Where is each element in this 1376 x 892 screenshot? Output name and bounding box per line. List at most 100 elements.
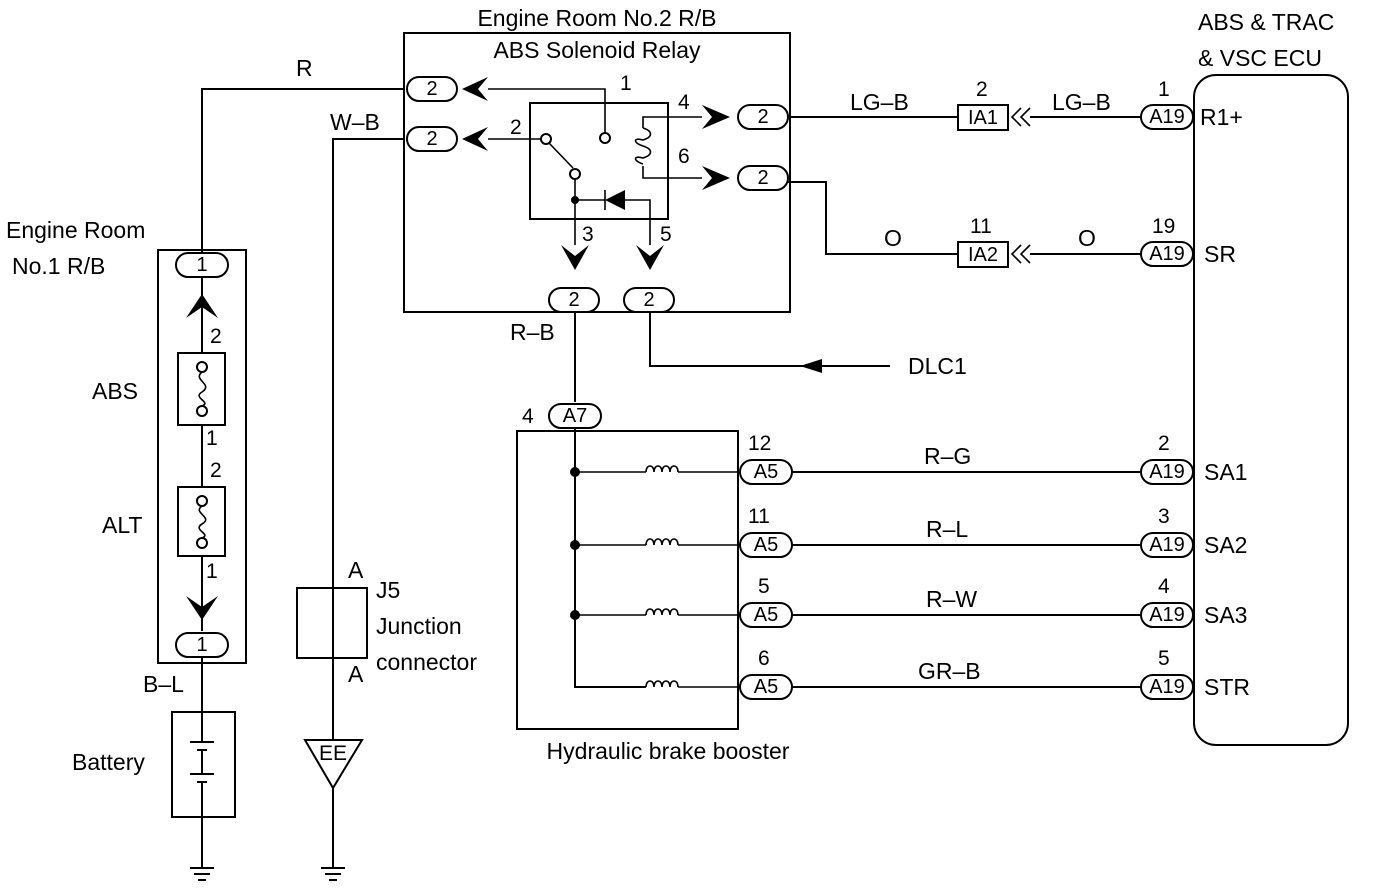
wire-r-label: R <box>296 55 313 81</box>
wire-grb-label: GR–B <box>918 658 981 684</box>
relay-pin-6: 6 <box>678 145 690 168</box>
fuse-alt-pin-bottom: 1 <box>206 560 218 583</box>
wire-rl-label: R–L <box>926 516 968 542</box>
ground-ee-label: EE <box>319 742 347 765</box>
ecu-connector-sa1 <box>1140 459 1194 485</box>
relay-connector-r-label: 2 <box>426 78 437 100</box>
connector-ia2-pin: 11 <box>970 215 992 238</box>
ecu-pin-sa3: 4 <box>1158 575 1170 598</box>
ecu-connector-sa3-label: A19 <box>1149 604 1185 626</box>
relay-switch-contact <box>548 142 574 169</box>
ecu-connector-sa2-label: A19 <box>1149 534 1185 556</box>
relay-coil-wire <box>642 116 702 179</box>
rb1-title-line2: No.1 R/B <box>12 253 105 279</box>
wire-wb <box>332 138 403 588</box>
wire-rg-label: R–G <box>924 443 971 469</box>
relay-box-title: Engine Room No.2 R/B <box>477 5 716 31</box>
dlc1-arrow-icon <box>800 359 822 373</box>
relay-connector-lgb-label: 2 <box>757 106 768 128</box>
ecu-terminal-sr: SR <box>1204 241 1236 267</box>
relay-connector-o <box>737 165 789 191</box>
ecu-connector-r1-label: A19 <box>1149 106 1185 128</box>
booster-pin-sa2: 11 <box>748 505 770 528</box>
ecu-connector-sa1-label: A19 <box>1149 461 1185 483</box>
wire-wb-label: W–B <box>330 109 380 135</box>
fuse-alt-label: ALT <box>102 512 142 538</box>
relay-connector-dlc-label: 2 <box>643 289 654 311</box>
ecu-title-line2: & VSC ECU <box>1198 45 1322 71</box>
hydraulic-brake-booster <box>516 430 739 730</box>
ecu-connector-sr-label: A19 <box>1149 243 1185 265</box>
ecu-connector-sa2 <box>1140 532 1194 558</box>
wire-rb-label: R–B <box>510 319 555 345</box>
junction-id: J5 <box>376 577 400 603</box>
solenoid-sa2 <box>570 538 740 550</box>
rb1-title-line1: Engine Room <box>6 217 145 243</box>
booster-pin-sa1: 12 <box>748 432 771 455</box>
fuse-abs-label: ABS <box>92 378 138 404</box>
fuse-alt <box>177 486 226 557</box>
solenoid-sa1 <box>570 465 740 477</box>
fuse-alt-pin-top: 2 <box>210 459 222 482</box>
rb1-connector-bottom-label: 1 <box>196 634 207 656</box>
ecu-connector-str <box>1140 674 1194 700</box>
fuse-abs-pin-top: 2 <box>210 325 222 348</box>
relay-pin-5: 5 <box>660 223 672 246</box>
junction-pin-top: A <box>348 557 364 583</box>
wire-lgb-left-label: LG–B <box>850 89 909 115</box>
connector-ia1-pin: 2 <box>976 78 988 101</box>
ground-icon <box>321 867 345 881</box>
booster-label: Hydraulic brake booster <box>547 738 790 764</box>
wire-r <box>201 88 403 253</box>
relay-pin-4: 4 <box>678 91 690 114</box>
booster-connector-str-label: A5 <box>754 676 778 698</box>
ecu-connector-sa3 <box>1140 602 1194 628</box>
relay-pin1-wire <box>488 88 606 133</box>
junction-pin-bottom: A <box>348 661 364 687</box>
booster-connector-sa3-label: A5 <box>754 604 778 626</box>
solenoid-str <box>645 680 740 688</box>
ecu-pin-sr: 19 <box>1152 215 1175 238</box>
wire-rw-label: R–W <box>926 586 977 612</box>
booster-connector-a7-label: A7 <box>563 405 587 427</box>
wire-lgb-right-label: LG–B <box>1052 89 1111 115</box>
booster-connector-sa2-label: A5 <box>754 534 778 556</box>
ecu-terminal-sa2: SA2 <box>1204 532 1247 558</box>
ecu-terminal-sa3: SA3 <box>1204 602 1247 628</box>
ecu-title-line1: ABS & TRAC <box>1198 9 1334 35</box>
wire-dlc1 <box>649 312 890 367</box>
fuse-abs-pin-bottom: 1 <box>206 427 218 450</box>
connector-ia1-label: IA1 <box>968 107 998 129</box>
battery <box>171 711 236 818</box>
relay-coil-icon <box>634 127 652 165</box>
battery-label: Battery <box>72 749 145 775</box>
ecu-pin-sa2: 3 <box>1158 505 1170 528</box>
connector-ia1 <box>957 104 1009 131</box>
relay-diode-icon <box>605 190 625 210</box>
fuse-abs <box>177 352 226 426</box>
ecu-pin-sa1: 2 <box>1158 432 1170 455</box>
ecu-pin-r1: 1 <box>1158 78 1170 101</box>
booster-connector-sa1-label: A5 <box>754 461 778 483</box>
relay-connector-wb <box>406 126 458 152</box>
junction-connector-j5 <box>296 587 368 659</box>
engine-room-no2-rb <box>403 32 791 313</box>
rb1-connector-top-label: 1 <box>196 254 207 276</box>
booster-pin-str: 6 <box>758 647 770 670</box>
wire-bl-label: B–L <box>143 671 184 697</box>
connector-ia2 <box>957 241 1009 268</box>
wire-o-left <box>788 181 958 255</box>
relay-connector-rb-label: 2 <box>568 289 579 311</box>
relay-pin-1: 1 <box>620 72 632 95</box>
relay-connector-r <box>406 76 458 102</box>
junction-label-line1: Junction <box>376 613 462 639</box>
ecu-terminal-str: STR <box>1204 674 1250 700</box>
booster-connector-a7-pin: 4 <box>522 405 534 428</box>
relay-connector-o-label: 2 <box>757 167 768 189</box>
battery-ground-icon <box>190 867 214 881</box>
abs-solenoid-relay <box>529 102 669 220</box>
wire-o-left-label: O <box>884 225 902 251</box>
engine-room-no1-rb: 1 1 <box>157 249 247 664</box>
wire-o-right-label: O <box>1078 225 1096 251</box>
